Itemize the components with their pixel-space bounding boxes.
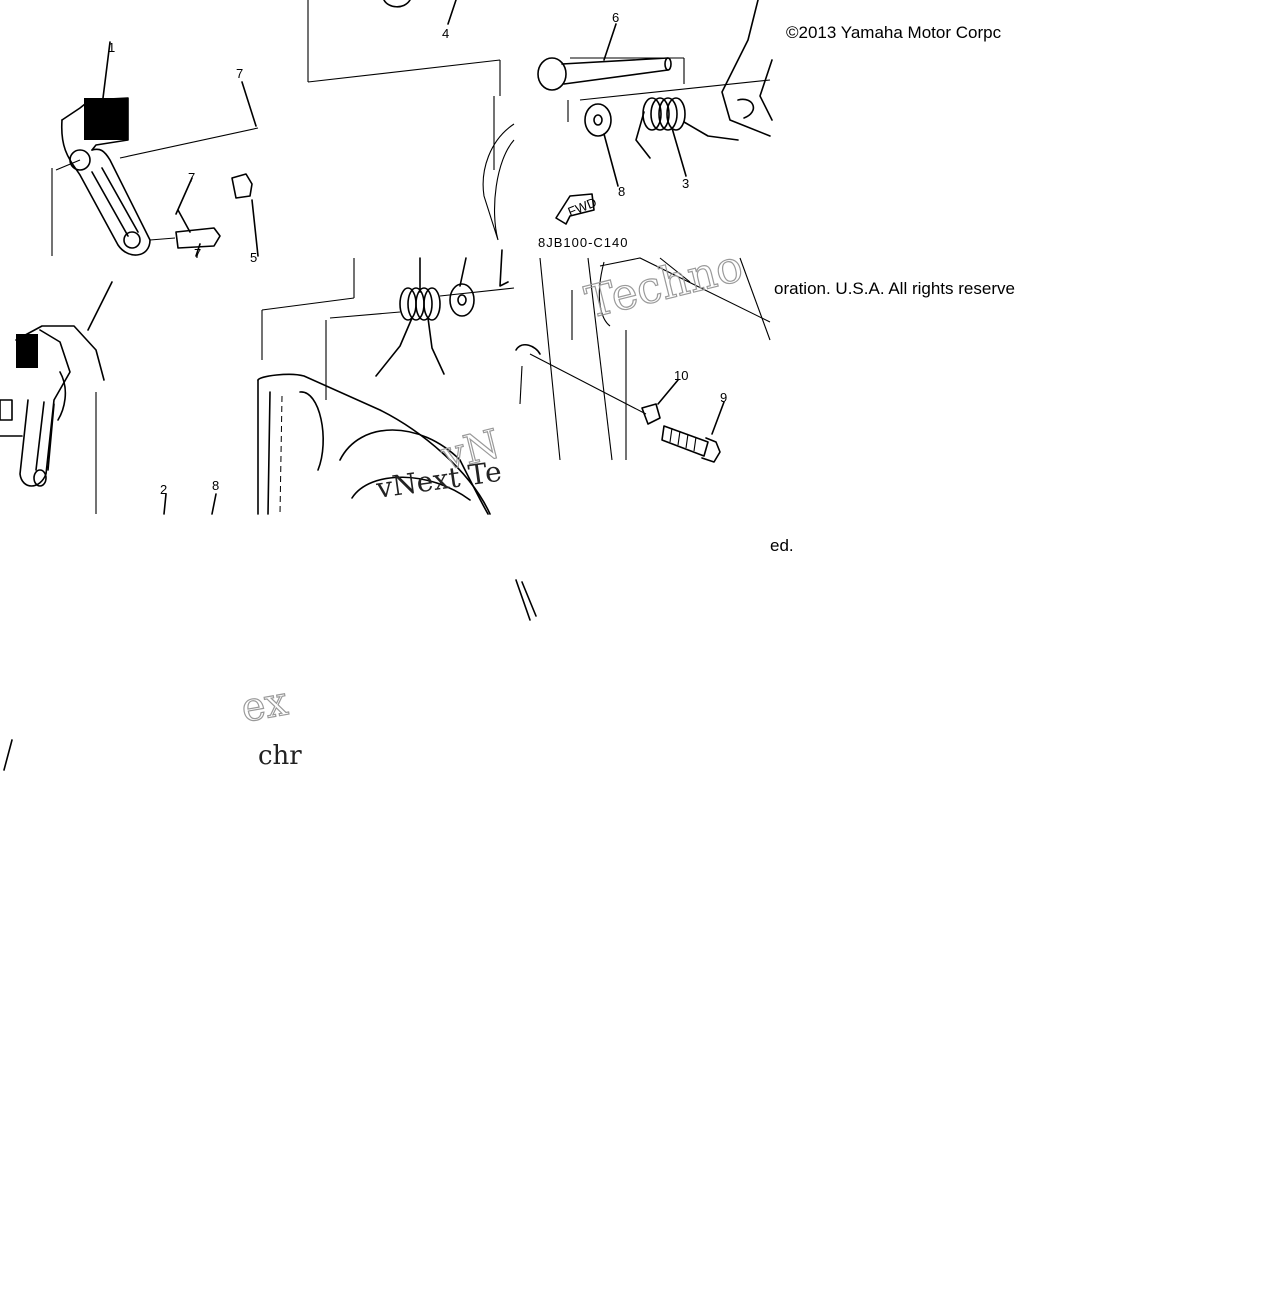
lever-pad <box>84 98 128 140</box>
callout-9: 9 <box>720 390 727 405</box>
washer-center <box>449 283 475 317</box>
callout-2: 2 <box>160 482 167 497</box>
lever-pad-lower <box>16 334 38 368</box>
callout-1: 1 <box>108 40 115 55</box>
callout-7: 7 <box>188 170 195 185</box>
copyright-line-3: ed. <box>770 536 794 555</box>
callout-10: 10 <box>674 368 688 383</box>
torsion-spring-center <box>399 287 441 321</box>
callout-numbers: 1 7 7 7 5 4 6 8 3 2 8 10 9 FWD 8JB100-C1… <box>108 10 727 497</box>
fwd-arrow-icon <box>555 193 595 225</box>
callout-8: 8 <box>212 478 219 493</box>
callout-6: 6 <box>612 10 619 25</box>
hex-bolt <box>661 425 721 463</box>
watermark: vNext Te Techno ex chr vN <box>237 240 748 771</box>
callout-7: 7 <box>236 66 243 81</box>
copyright-line-2: oration. U.S.A. All rights reserve <box>774 279 1015 298</box>
watermark-text: chr <box>258 741 302 771</box>
callout-4: 4 <box>442 26 449 41</box>
callout-8: 8 <box>618 184 625 199</box>
tile-bolt-nut <box>515 257 771 463</box>
fwd-label: FWD <box>566 194 599 219</box>
tile-upper-frame <box>307 0 515 241</box>
copyright-line-1: ©2013 Yamaha Motor Corpc <box>786 23 1002 42</box>
torsion-spring-upper <box>642 97 686 131</box>
copyright-notice: ©2013 Yamaha Motor Corpc oration. U.S.A.… <box>770 23 1015 555</box>
tile-lever-assembly <box>51 41 259 257</box>
tile-pin-spring <box>537 0 773 225</box>
tile-fragments <box>3 579 537 771</box>
tile-lever-lower <box>0 281 217 515</box>
hex-nut <box>641 403 661 425</box>
diagram-code: 8JB100-C140 <box>538 235 629 250</box>
watermark-text: Techno <box>580 241 747 329</box>
tile-spring-housing <box>257 249 515 515</box>
callout-7: 7 <box>194 246 201 261</box>
callout-3: 3 <box>682 176 689 191</box>
callout-5: 5 <box>250 250 257 265</box>
watermark-text: ex <box>238 678 292 731</box>
